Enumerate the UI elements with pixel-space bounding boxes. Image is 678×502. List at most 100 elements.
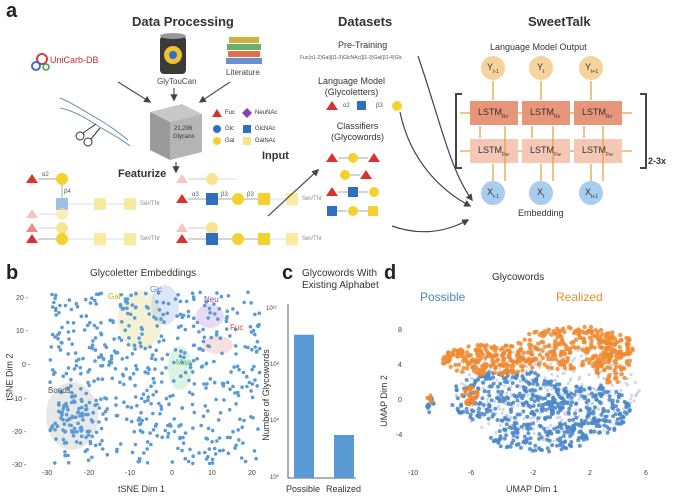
umap-possible-point [494,438,499,443]
umap-realized-point [604,347,610,352]
embedding-point [180,315,184,320]
fuc-triangle-icon [212,109,222,117]
embedding-point [71,329,76,333]
umap-realized-point [464,350,470,355]
embedding-point [198,346,203,351]
embedding-point [100,447,105,451]
embedding-point [67,416,72,421]
umap-haze-point [463,383,467,387]
umap-possible-point [605,389,610,394]
umap-possible-point [503,417,508,422]
embedding-point [201,327,205,332]
embedding-point [236,393,241,398]
umap-realized-point [542,332,547,337]
embedding-point [218,411,223,415]
umap-possible-point [574,401,579,406]
umap-possible-point [512,415,517,420]
umap-realized-point [475,343,480,348]
umap-possible-point [506,387,511,392]
umap-realized-point [588,324,594,330]
embedding-point [94,398,98,403]
embedding-point [104,396,109,401]
legend-galnac: GalNAc [255,138,276,144]
umap-realized-point [478,348,483,353]
umap-possible-point [521,409,526,414]
embedding-point [48,428,52,433]
embedding-point [167,402,171,407]
embedding-point [173,348,178,352]
embedding-point [176,325,181,330]
umap-realized-point [528,351,534,357]
umap-possible-point [574,384,579,389]
embedding-point [191,295,196,299]
link-label-2: β4 [64,189,71,195]
umap-possible-point [587,407,592,411]
d-ytick-2: 4 [398,362,402,369]
umap-realized-point [568,346,573,351]
embedding-point [57,345,61,349]
umap-possible-point [531,403,536,408]
umap-realized-point [453,362,458,368]
umap-realized-point [499,353,505,358]
embedding-point [88,441,93,446]
umap-possible-point [472,382,477,387]
embedding-point [231,307,235,311]
umap-realized-point [610,330,615,335]
umap-possible-point [477,406,482,411]
b-ytick-2: 10 - [16,328,29,335]
embedding-point [78,365,83,370]
umap-possible-point [602,423,607,428]
embedding-point [182,355,186,360]
umap-possible-point [597,424,602,429]
d-xtick-1: -10 [408,470,419,477]
embedding-point [146,306,150,310]
embedding-point [192,343,197,348]
umap-realized-point [546,357,551,362]
umap-possible-point [533,371,538,376]
umap-possible-point [524,379,529,384]
embedding-point [191,370,195,374]
umap-possible-point [530,387,535,392]
umap-possible-point [624,401,629,406]
embedding-point [79,371,83,376]
umap-possible-point [603,389,608,394]
umap-realized-point [542,344,548,349]
embedding-point [90,296,94,301]
sweettalk-title: SweetTalk [528,14,591,29]
embedding-point [182,351,187,355]
umap-possible-point [493,406,498,411]
umap-realized-point [518,341,523,347]
umap-haze-point [552,439,556,443]
embedding-point [69,384,73,388]
umap-possible-point [572,426,577,431]
embedding-point [66,386,70,391]
embedding-point [86,458,91,463]
embedding-point [218,336,223,341]
embedding-point [147,312,151,316]
panel-a-letter: a [6,0,18,22]
umap-realized-point [489,363,494,368]
embedding-point [85,407,89,411]
umap-possible-point [562,430,567,435]
umap-realized-point [494,358,500,364]
c-xtick-possible: Possible [286,484,321,494]
embedding-point [119,338,124,343]
umap-possible-point [507,425,512,430]
embedding-point [240,385,244,390]
embedding-point [165,352,170,357]
umap-realized-point [606,341,611,346]
embedding-point [94,292,99,297]
d-ytick-3: 0 [398,397,402,404]
b-ytick-1: 20 - [16,295,29,302]
embedding-point [187,390,192,395]
umap-realized-point [468,386,472,391]
embedding-point [188,362,193,367]
umap-possible-point [589,391,594,396]
embedding-point [139,410,143,415]
embedding-point [114,396,118,400]
umap-possible-point [527,382,532,386]
umap-possible-point [486,389,491,394]
legend-gal: Gal [225,138,235,144]
d-xlabel: UMAP Dim 1 [506,484,558,494]
